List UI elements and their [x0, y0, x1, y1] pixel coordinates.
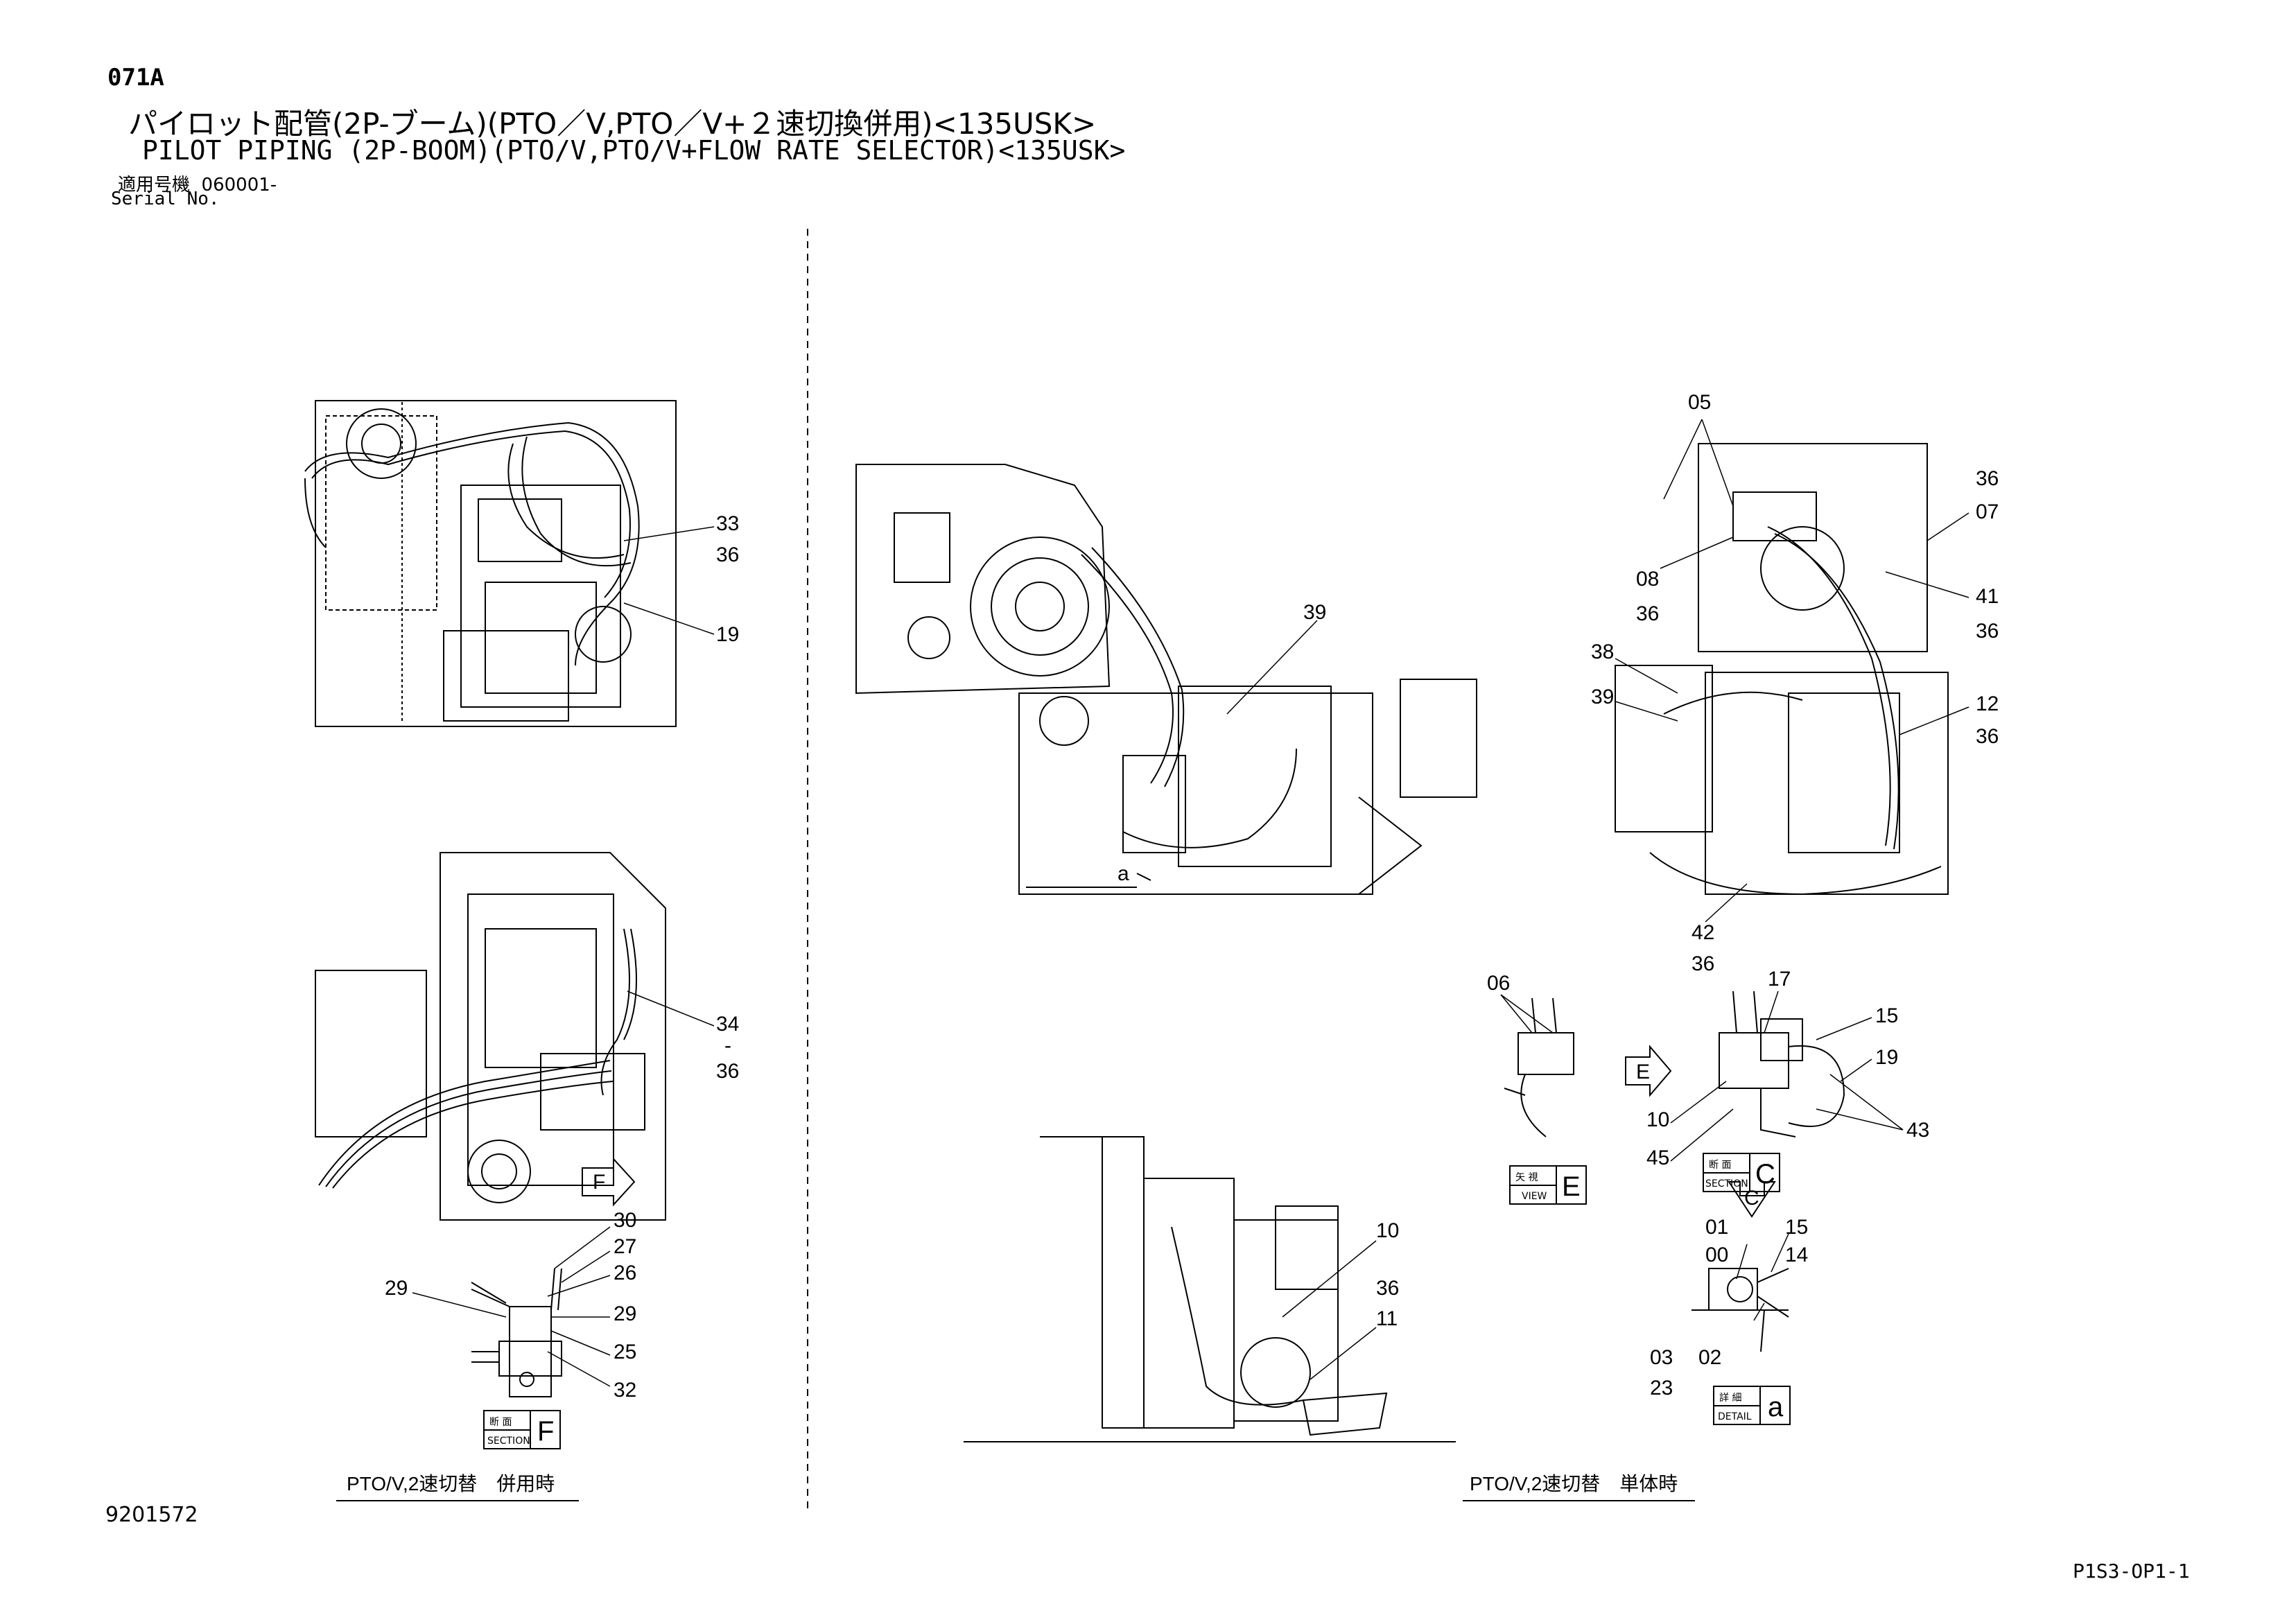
- callout-label: 34: [716, 1013, 739, 1036]
- detail-marker-a: a: [1117, 862, 1129, 885]
- callout-label: 39: [1591, 686, 1614, 708]
- view-left-middle: [315, 852, 666, 1221]
- callout-label: 36: [1976, 725, 1999, 748]
- tag-E-jp: 矢 視: [1515, 1172, 1538, 1183]
- callout-label: 19: [716, 623, 739, 646]
- caption-left: PTO/V,2速切替 併用時: [347, 1473, 555, 1494]
- callout-label: 01: [1705, 1216, 1728, 1239]
- serial-label-en: Serial No.: [111, 189, 220, 209]
- callout-label: 32: [614, 1379, 636, 1402]
- title-japanese: パイロット配管(2P-ブーム)(PTO／V,PTO／V+２速切換併用)<135U…: [128, 107, 1097, 141]
- callout-labels: 33 36 19 34 - 36 30 27 26 29 29 25 32 39…: [385, 391, 1999, 1402]
- tag-F-en: SECTION: [487, 1436, 530, 1447]
- tag-C-en: SECTION: [1705, 1178, 1748, 1189]
- tag-C-letter: C: [1755, 1159, 1775, 1189]
- tag-a-en: DETAIL: [1718, 1411, 1752, 1422]
- callout-label: 36: [1976, 467, 1999, 490]
- tag-F-letter: F: [537, 1416, 554, 1447]
- drawing-code: 071A: [107, 64, 164, 91]
- view-left-top: [304, 400, 677, 727]
- arrow-E-letter: E: [1636, 1061, 1650, 1083]
- view-E-detail: [1504, 997, 1574, 1137]
- callout-label: 19: [1875, 1046, 1898, 1069]
- callout-label: 41: [1976, 585, 1999, 608]
- tag-box-F: [483, 1410, 561, 1449]
- title-english: PILOT PIPING (2P-BOOM)(PTO/V,PTO/V+FLOW …: [142, 135, 1126, 166]
- callout-label: 17: [1768, 968, 1791, 991]
- callout-label: 36: [1691, 952, 1714, 975]
- tag-box-E: [1509, 1165, 1587, 1205]
- serial-label-jp: 適用号機: [118, 175, 191, 195]
- callout-label: 08: [1636, 568, 1659, 591]
- view-arrow-C: [1728, 1181, 1776, 1218]
- callout-label: 15: [1875, 1004, 1898, 1027]
- serial-value: 060001-: [201, 175, 277, 195]
- part-number: 9201572: [105, 1503, 198, 1527]
- callout-label: 30: [614, 1209, 636, 1232]
- caption-right: PTO/V,2速切替 単体時: [1470, 1473, 1678, 1494]
- callout-label: 33: [716, 512, 739, 535]
- callout-label: 23: [1650, 1377, 1673, 1399]
- callout-label: 36: [716, 543, 739, 566]
- callout-label: 43: [1906, 1119, 1929, 1142]
- callout-label: 11: [1376, 1307, 1398, 1330]
- callout-label: 42: [1691, 921, 1714, 944]
- view-right-main: [855, 464, 1477, 895]
- callout-label: 10: [1376, 1219, 1399, 1242]
- callout-label: -: [724, 1034, 731, 1057]
- tag-E-en: VIEW: [1522, 1191, 1547, 1202]
- callout-label: 00: [1705, 1244, 1728, 1266]
- view-arrow-E: [1625, 1045, 1672, 1097]
- callout-label: 29: [385, 1277, 408, 1300]
- tag-E-letter: E: [1562, 1171, 1581, 1202]
- callout-label: 02: [1698, 1346, 1721, 1369]
- callout-label: 36: [1376, 1277, 1399, 1300]
- arrow-C-letter: C: [1744, 1187, 1759, 1210]
- detail-a: [1691, 1268, 1789, 1352]
- callout-label: 05: [1688, 391, 1711, 414]
- callout-label: 25: [614, 1341, 636, 1363]
- page-code: P1S3-OP1-1: [2073, 1560, 2190, 1582]
- section-C-detail: [1719, 991, 1845, 1137]
- callout-label: 39: [1303, 601, 1326, 624]
- tag-box-C: [1703, 1153, 1780, 1192]
- callout-label: 12: [1976, 692, 1999, 715]
- serial-row: 適用号機 060001-: [118, 171, 277, 196]
- view-arrow-F: [582, 1157, 636, 1207]
- view-right-side: [964, 1136, 1456, 1442]
- leader-lines: [412, 419, 1969, 1387]
- section-F-detail: [471, 1268, 562, 1397]
- callout-label: 15: [1785, 1216, 1808, 1239]
- callout-label: 03: [1650, 1346, 1673, 1369]
- callout-label: 10: [1646, 1108, 1669, 1131]
- tag-C-jp: 断 面: [1709, 1160, 1731, 1171]
- arrow-F-letter: F: [593, 1171, 605, 1194]
- callout-label: 27: [614, 1235, 636, 1258]
- callout-label: 36: [716, 1060, 739, 1083]
- callout-label: 38: [1591, 640, 1614, 663]
- tag-box-a: [1713, 1386, 1791, 1425]
- tag-a-letter: a: [1768, 1392, 1784, 1422]
- callout-label: 36: [1976, 620, 1999, 643]
- callout-label: 29: [614, 1302, 636, 1325]
- callout-label: 07: [1976, 500, 1999, 523]
- callout-label: 26: [614, 1262, 636, 1284]
- callout-label: 45: [1646, 1146, 1669, 1169]
- view-right-top-right: [1615, 443, 1949, 896]
- callout-label: 36: [1636, 602, 1659, 625]
- callout-label: 14: [1785, 1244, 1808, 1266]
- callout-label: 06: [1487, 972, 1510, 995]
- tag-F-jp: 断 面: [489, 1417, 512, 1428]
- tag-a-jp: 詳 細: [1719, 1393, 1741, 1404]
